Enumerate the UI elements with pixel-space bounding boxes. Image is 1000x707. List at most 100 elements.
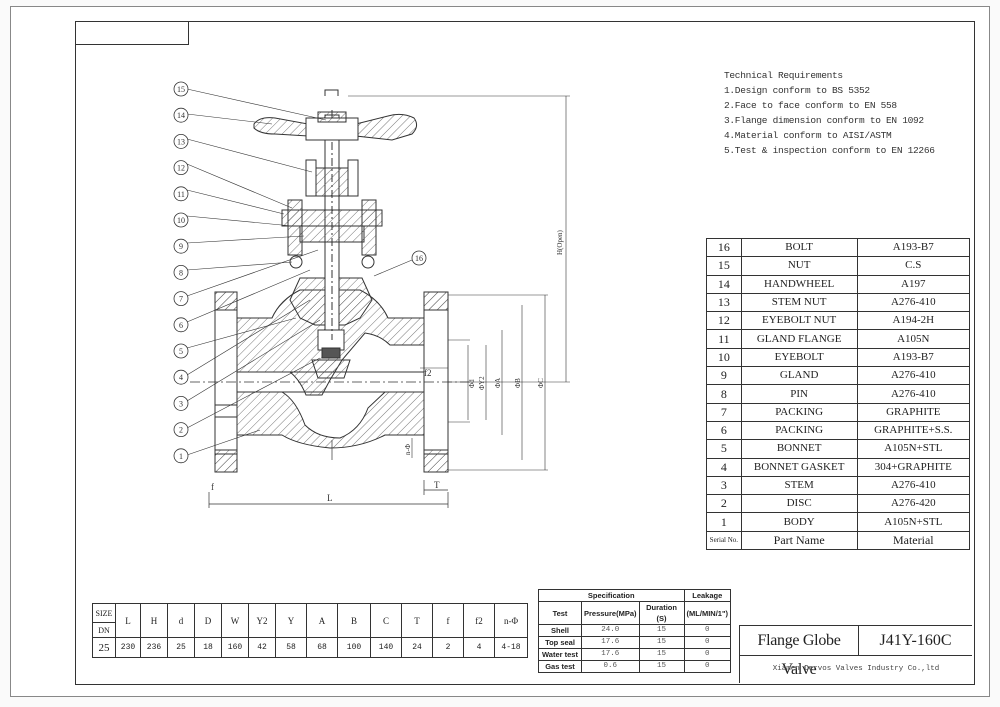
test-name: Water test bbox=[538, 648, 582, 661]
part-serial: 11 bbox=[706, 329, 742, 349]
part-name: BOLT bbox=[740, 237, 858, 258]
dim-value: 2 bbox=[432, 637, 464, 658]
header-part-name: Part Name bbox=[740, 530, 858, 551]
balloon-label: 13 bbox=[177, 137, 185, 146]
spec-group-label: Specification bbox=[538, 589, 685, 602]
balloon-label: 11 bbox=[177, 190, 185, 199]
requirement-item: 3.Flange dimension conform to EN 1092 bbox=[724, 115, 924, 126]
part-material: GRAPHITE+S.S. bbox=[856, 420, 971, 441]
part-material: A193-B7 bbox=[856, 347, 971, 368]
dim-header: f2 bbox=[463, 603, 495, 638]
dim-value: 4-18 bbox=[494, 637, 528, 658]
part-material: A193-B7 bbox=[856, 237, 971, 258]
technical-requirements: Technical Requirements 1.Design conform … bbox=[724, 68, 935, 158]
leakage-group-label: Leakage bbox=[683, 589, 732, 602]
dn-label: DN bbox=[92, 622, 116, 638]
part-serial: 6 bbox=[706, 420, 742, 441]
part-serial: 12 bbox=[706, 311, 742, 331]
balloon-label: 1 bbox=[179, 452, 183, 461]
test-name: Top seal bbox=[538, 636, 582, 649]
parts-header-row: Serial No. Part Name Material bbox=[706, 530, 971, 551]
part-name: DISC bbox=[740, 494, 858, 514]
test-leakage: 0 bbox=[683, 636, 732, 649]
balloon-label: 14 bbox=[177, 111, 185, 120]
dim-header: Y bbox=[275, 603, 307, 638]
balloon-circle bbox=[173, 186, 189, 202]
disc bbox=[317, 329, 345, 351]
test-name: Gas test bbox=[538, 660, 582, 673]
balloon-label: 15 bbox=[177, 85, 185, 94]
balloon-circle bbox=[173, 264, 189, 280]
part-name: STEM bbox=[740, 475, 858, 496]
balloon-circle bbox=[173, 107, 189, 123]
part-name: PACKING bbox=[740, 420, 858, 441]
dim-f2-label: f2 bbox=[424, 368, 432, 378]
part-serial: 14 bbox=[706, 274, 742, 294]
company-name: Xiamen Dervos Valves Industry Co.,ltd bbox=[772, 665, 940, 673]
dim-header: C bbox=[370, 603, 402, 638]
dim-value: 160 bbox=[221, 637, 249, 658]
requirement-item: 2.Face to face conform to EN 558 bbox=[724, 100, 897, 111]
part-serial: 16 bbox=[706, 237, 742, 258]
balloon-circle bbox=[173, 133, 189, 149]
dim-header: Y2 bbox=[248, 603, 276, 638]
part-material: A276-420 bbox=[856, 494, 971, 514]
part-serial: 13 bbox=[706, 292, 742, 313]
balloon-circle bbox=[173, 160, 189, 176]
part-name: EYEBOLT NUT bbox=[740, 311, 858, 331]
part-material: A276-410 bbox=[856, 475, 971, 496]
part-material: GRAPHITE bbox=[856, 402, 971, 422]
header-serial: Serial No. bbox=[706, 530, 742, 551]
part-material: A276-410 bbox=[856, 292, 971, 313]
part-material: A105N+STL bbox=[856, 439, 971, 459]
dim-header: T bbox=[401, 603, 433, 638]
test-duration: 15 bbox=[638, 636, 685, 649]
balloon-circle bbox=[173, 395, 189, 411]
drawing-title: Flange Globe Valve bbox=[740, 626, 859, 678]
dim-header: n-Φ bbox=[494, 603, 528, 638]
balloon-label: 4 bbox=[179, 373, 183, 382]
dim-value: 25 bbox=[167, 637, 195, 658]
dim-A-label: ΦA bbox=[494, 378, 502, 388]
dim-header: D bbox=[194, 603, 222, 638]
part-material: A194-2H bbox=[856, 311, 971, 331]
test-spec-table: Specification Leakage Test Pressure(MPa)… bbox=[538, 589, 732, 673]
dim-value: 230 bbox=[115, 637, 141, 658]
part-name: GLAND FLANGE bbox=[740, 329, 858, 349]
dim-f-label: f bbox=[211, 482, 214, 492]
dim-value: 58 bbox=[275, 637, 307, 658]
dim-value: 140 bbox=[370, 637, 402, 658]
dim-C-label: ΦC bbox=[537, 378, 545, 388]
dim-T-label: T bbox=[434, 480, 440, 490]
dim-nphi-label: n-Φ bbox=[404, 444, 412, 455]
dim-value: 68 bbox=[306, 637, 338, 658]
test-pressure: 17.6 bbox=[581, 648, 640, 661]
dim-B-label: ΦB bbox=[514, 378, 522, 388]
requirement-item: 1.Design conform to BS 5352 bbox=[724, 85, 870, 96]
test-pressure: 0.6 bbox=[581, 660, 640, 673]
part-name: HANDWHEEL bbox=[740, 274, 858, 294]
balloon-label: 3 bbox=[179, 399, 183, 408]
dim-header: L bbox=[115, 603, 141, 638]
part-name: GLAND bbox=[740, 366, 858, 386]
balloon-label: 16 bbox=[415, 254, 423, 263]
part-name: PIN bbox=[740, 384, 858, 404]
part-serial: 3 bbox=[706, 475, 742, 496]
title-block: Flange Globe Valve J41Y-160C Xiamen Derv… bbox=[739, 625, 972, 683]
part-name: EYEBOLT bbox=[740, 347, 858, 368]
balloon-label: 12 bbox=[177, 164, 185, 173]
